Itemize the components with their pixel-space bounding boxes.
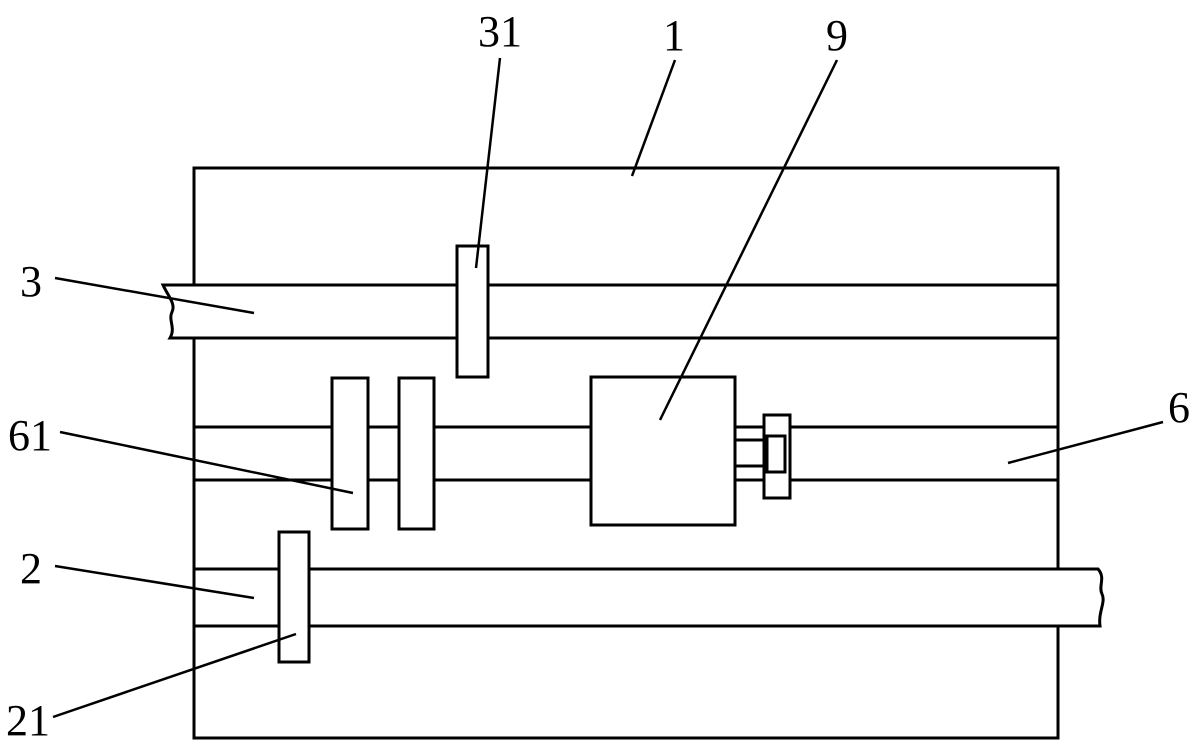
leader-3 xyxy=(54,276,255,315)
label-21: 21 xyxy=(6,696,50,745)
motor-box xyxy=(589,375,737,527)
leader-9 xyxy=(658,59,839,421)
label-61: 61 xyxy=(8,411,52,460)
lower-rod-block xyxy=(277,530,311,664)
label-31: 31 xyxy=(478,7,522,56)
leader-61 xyxy=(59,430,354,495)
shaft-disc-a xyxy=(330,376,370,531)
label-9: 9 xyxy=(826,11,848,60)
label-3: 3 xyxy=(20,257,42,306)
label-1: 1 xyxy=(663,11,685,60)
leader-31 xyxy=(474,57,502,269)
lower-rod xyxy=(192,567,1105,628)
shaft-disc-b xyxy=(397,376,436,531)
coupling xyxy=(733,413,792,500)
leader-1 xyxy=(630,59,677,177)
label-2: 2 xyxy=(20,544,42,593)
leader-6 xyxy=(1007,420,1164,465)
leader-2 xyxy=(54,564,255,600)
upper-rod-block xyxy=(455,244,490,379)
leader-21 xyxy=(52,632,297,719)
upper-rod xyxy=(160,283,1060,340)
label-6: 6 xyxy=(1168,383,1190,432)
